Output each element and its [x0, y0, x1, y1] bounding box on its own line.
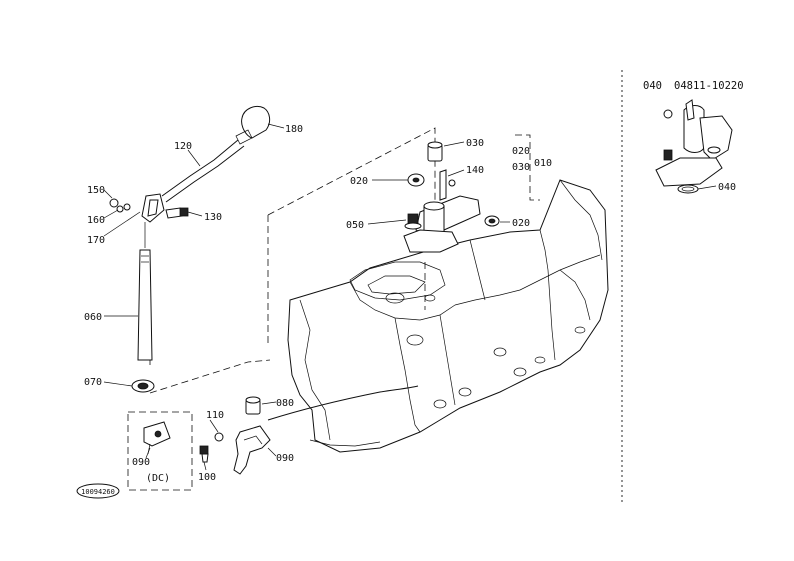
label-180: 180 [285, 124, 303, 135]
header-ref: 040 [643, 80, 662, 92]
leader-lines [103, 123, 717, 471]
detail-view-04811 [655, 99, 733, 194]
label-040: 040 [718, 182, 736, 193]
label-170: 170 [87, 235, 105, 246]
label-030-top: 030 [512, 162, 530, 173]
label-070: 070 [84, 377, 102, 388]
diagram-stamp: 10094260 [76, 483, 120, 499]
lower-parts [143, 396, 271, 475]
label-020-top: 020 [512, 146, 530, 157]
label-100: 100 [198, 472, 216, 483]
stamp-text: 10094260 [81, 488, 115, 496]
label-dc: (DC) [146, 473, 170, 484]
label-020-right: 020 [512, 218, 530, 229]
label-030: 030 [466, 138, 484, 149]
callout-labels: 040 04811-10220 180 120 150 160 170 130 … [84, 80, 744, 484]
label-010: 010 [534, 158, 552, 169]
reference-lines [127, 70, 623, 505]
label-120: 120 [174, 141, 192, 152]
label-020-left: 020 [350, 176, 368, 187]
label-050: 050 [346, 220, 364, 231]
shift-shaft-parts [403, 141, 500, 253]
label-080: 080 [276, 398, 294, 409]
knob-180 [241, 105, 271, 139]
label-110: 110 [206, 410, 224, 421]
label-090-dc: 090 [132, 457, 150, 468]
shift-lever-assembly [109, 105, 271, 393]
bracket-090 [233, 425, 271, 475]
label-060: 060 [84, 312, 102, 323]
label-140: 140 [466, 165, 484, 176]
label-130: 130 [204, 212, 222, 223]
header-part-number: 04811-10220 [674, 80, 744, 92]
label-090-bracket: 090 [276, 453, 294, 464]
label-150: 150 [87, 185, 105, 196]
label-160: 160 [87, 215, 105, 226]
o-ring-040 [677, 184, 699, 194]
